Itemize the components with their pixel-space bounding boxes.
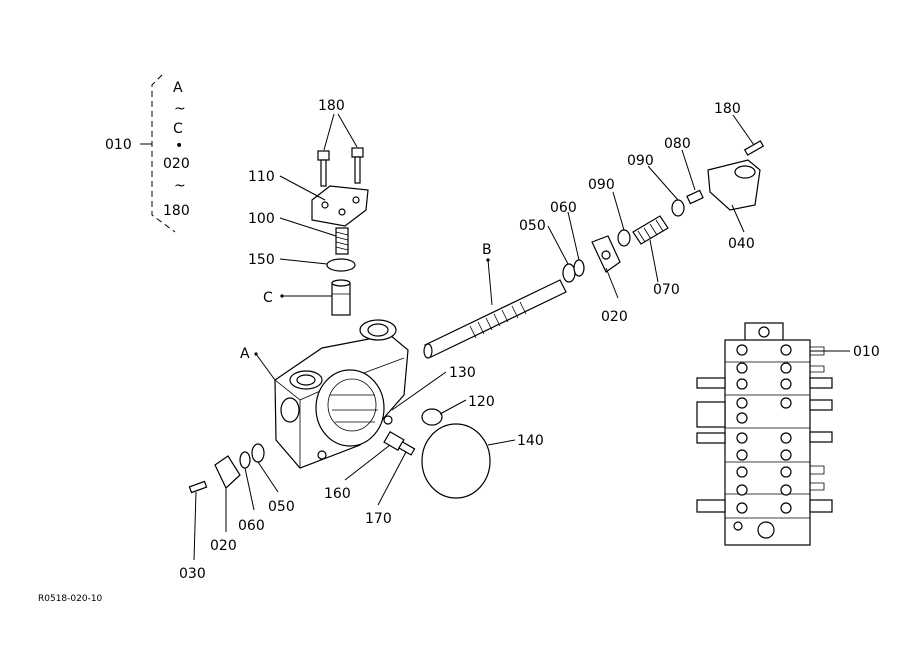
callout-090-a: 090: [588, 177, 615, 193]
washer-060-mid: [573, 259, 585, 277]
bracket-line-180: 180: [163, 203, 190, 219]
callout-120: 120: [468, 394, 495, 410]
bolt-030: [188, 480, 208, 494]
bolt-left: [317, 150, 330, 187]
bolt-180-right: [743, 140, 765, 156]
spring-100: [335, 227, 349, 255]
callout-140: 140: [517, 433, 544, 449]
cover-plate: [311, 185, 369, 227]
callout-b: B: [482, 242, 492, 258]
o-ring-120: [421, 408, 443, 426]
seat-090-a: [617, 229, 631, 247]
callout-110: 110: [248, 169, 275, 185]
right-cap-assembly: [562, 140, 765, 283]
callout-020-low: 020: [210, 538, 237, 554]
callout-060-low: 060: [238, 518, 265, 534]
body-seal-parts: [383, 408, 491, 499]
screw-170: [398, 441, 416, 456]
flange-020-low: [214, 455, 241, 489]
valve-body: [274, 319, 409, 469]
callout-labels: 180 110 100 150 C A B 050 060 020 090 09…: [179, 98, 880, 582]
bracket-line-tilde-1: ~: [174, 101, 186, 117]
o-ring-140: [421, 423, 491, 499]
o-ring-050-mid: [562, 263, 576, 283]
callout-010-right: 010: [853, 344, 880, 360]
plug-080: [686, 189, 704, 205]
callout-020-mid: 020: [601, 309, 628, 325]
o-ring-150: [326, 258, 356, 272]
top-cover-assembly: [311, 147, 369, 316]
bolt-right: [351, 147, 364, 184]
callout-170: 170: [365, 511, 392, 527]
callout-060-mid: 060: [550, 200, 577, 216]
bracket-label-010: 010: [105, 137, 132, 153]
callout-050-mid: 050: [519, 218, 546, 234]
figure-code: R0518-020-10: [38, 594, 103, 604]
callout-030: 030: [179, 566, 206, 582]
spring-070: [632, 215, 669, 245]
valve-stack-overview: [696, 322, 833, 546]
bracket-line-tilde-2: ~: [174, 178, 186, 194]
plug-c: [331, 279, 351, 316]
group-bracket: 010 A ~ C • 020 ~ 180: [105, 74, 190, 233]
callout-070: 070: [653, 282, 680, 298]
callout-040: 040: [728, 236, 755, 252]
leader-lines: [193, 113, 850, 561]
bracket-line-020: 020: [163, 156, 190, 172]
left-cap-assembly: [188, 443, 265, 494]
callout-080: 080: [664, 136, 691, 152]
callout-c: C: [263, 290, 273, 306]
seat-090-b: [671, 199, 685, 217]
callout-050-low: 050: [268, 499, 295, 515]
callout-180-top: 180: [318, 98, 345, 114]
callout-160: 160: [324, 486, 351, 502]
callout-130: 130: [449, 365, 476, 381]
bracket-line-c: C: [173, 121, 183, 137]
o-ring-050-low: [251, 443, 265, 463]
callout-a: A: [240, 346, 250, 362]
bracket-line-a: A: [173, 80, 183, 96]
callout-100: 100: [248, 211, 275, 227]
washer-060-low: [239, 451, 251, 469]
spool-b: [423, 279, 567, 359]
bracket-line-bullet: •: [175, 138, 183, 154]
callout-150: 150: [248, 252, 275, 268]
callout-180-right: 180: [714, 101, 741, 117]
callout-090-b: 090: [627, 153, 654, 169]
